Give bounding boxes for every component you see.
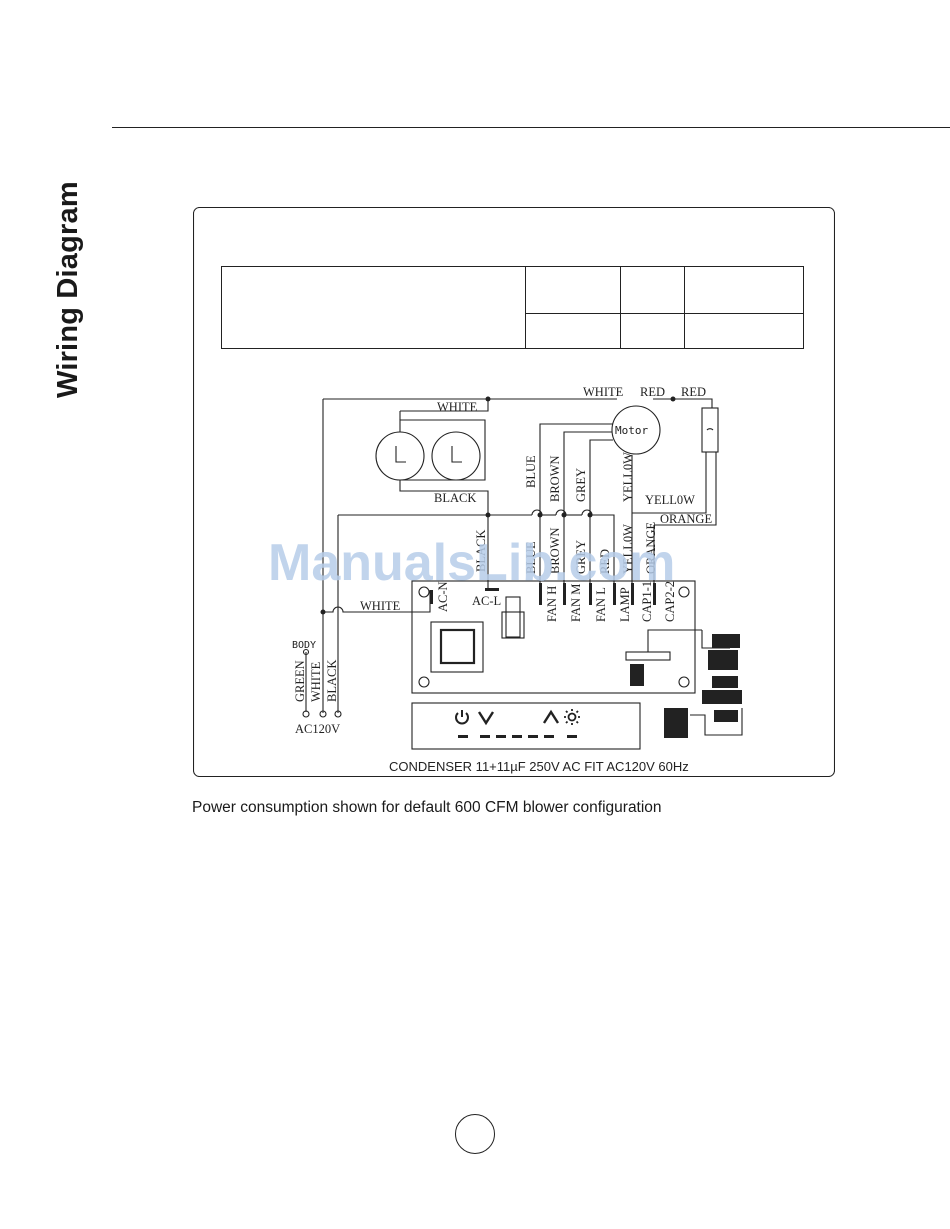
wire-label: BLACK <box>474 530 488 572</box>
chevron-up-icon <box>542 709 560 724</box>
terminal-label: FAN M <box>569 584 583 622</box>
specification-table <box>221 266 804 349</box>
table-cell <box>684 266 804 314</box>
wire-label: RED <box>681 385 706 399</box>
table-cell <box>221 266 526 349</box>
terminal-label: CAP2-2 <box>663 581 677 622</box>
page-caption: Power consumption shown for default 600 … <box>192 799 662 816</box>
table-cell <box>620 313 685 349</box>
wire-label: BLUE <box>524 541 538 574</box>
wire-label: YELL0W <box>621 524 635 574</box>
terminal-label: CAP1-1 <box>640 581 654 622</box>
table-cell <box>525 266 621 314</box>
wiring-diagram-frame <box>193 207 835 777</box>
wire-label: GREEN <box>293 660 307 702</box>
wire-label: BROWN <box>548 527 562 574</box>
terminal-label: AC-L <box>472 594 501 608</box>
wire-label: WHITE <box>437 400 478 414</box>
wire-label: YELL0W <box>621 452 635 502</box>
wire-label: GREY <box>574 468 588 502</box>
wire-label: GREY <box>574 540 588 574</box>
light-icon <box>564 709 580 725</box>
wire-label: BLUE <box>524 455 538 488</box>
wire-label: WHITE <box>583 385 624 399</box>
wire-label: ORANGE <box>660 512 712 526</box>
chevron-down-icon <box>477 711 495 726</box>
watermark: ManualsLib.com <box>268 534 675 592</box>
wire-label: ORANGE <box>644 522 658 574</box>
wire-label: BLACK <box>325 660 339 702</box>
wire-label: BODY <box>292 640 316 651</box>
wire-label: AC120V <box>295 722 340 736</box>
page-number-circle <box>455 1114 495 1154</box>
table-cell <box>684 313 804 349</box>
wire-label: WHITE <box>309 661 323 702</box>
condenser-note: CONDENSER 11+11µF 250V AC FIT AC120V 60H… <box>389 759 689 774</box>
header-rule <box>112 127 950 128</box>
table-cell <box>525 313 621 349</box>
wire-label: RED <box>598 549 612 574</box>
motor-label: Motor <box>615 424 648 437</box>
terminal-label: FAN H <box>545 586 559 622</box>
power-icon <box>455 710 469 725</box>
wire-label: WHITE <box>360 599 401 613</box>
wire-label: YELL0W <box>645 493 695 507</box>
terminal-label: LAMP <box>618 587 632 622</box>
wire-label: BLACK <box>434 491 476 505</box>
terminal-label: FAN L <box>594 587 608 622</box>
terminal-label: AC-N <box>436 581 450 612</box>
wire-label: RED <box>640 385 665 399</box>
wire-label: BROWN <box>548 455 562 502</box>
